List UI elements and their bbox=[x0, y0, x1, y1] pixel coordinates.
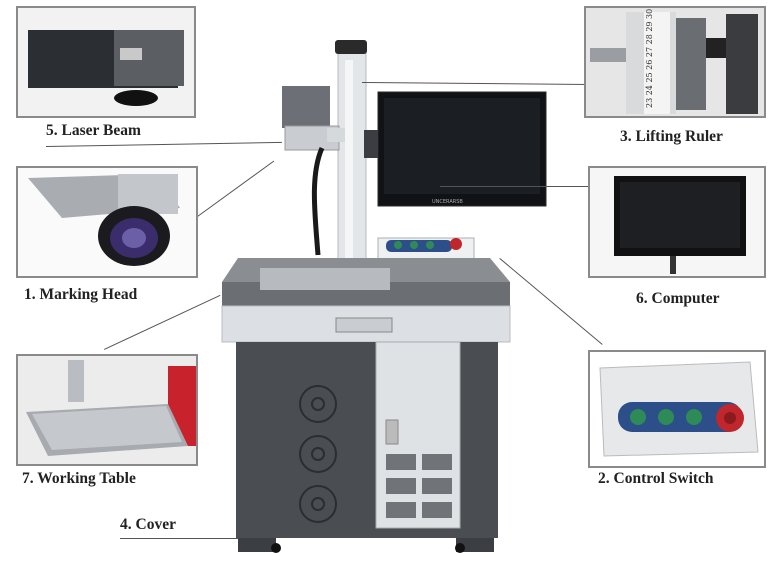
inset-lifting-ruler: 23 24 25 26 27 28 29 30 31 3 bbox=[584, 6, 766, 118]
label-working-table: 7. Working Table bbox=[22, 470, 136, 487]
inset-control-switch bbox=[588, 350, 766, 468]
ruler-numbers: 23 24 25 26 27 28 29 30 31 3 bbox=[645, 8, 654, 108]
label-lifting-ruler: 3. Lifting Ruler bbox=[620, 128, 723, 145]
leader-computer bbox=[440, 186, 590, 187]
label-computer: 6. Computer bbox=[636, 290, 720, 307]
label-cover: 4. Cover bbox=[120, 516, 176, 533]
inset-working-table bbox=[16, 354, 198, 466]
label-marking-head: 1. Marking Head bbox=[24, 286, 138, 303]
inset-computer bbox=[588, 166, 766, 278]
inset-laser-beam bbox=[16, 6, 196, 118]
leader-cover bbox=[120, 538, 238, 539]
monitor-brand: UNCERARSB bbox=[432, 199, 463, 205]
label-laser-beam: 5. Laser Beam bbox=[46, 122, 141, 139]
inset-marking-head bbox=[16, 166, 198, 278]
label-control-switch: 2. Control Switch bbox=[598, 470, 714, 487]
